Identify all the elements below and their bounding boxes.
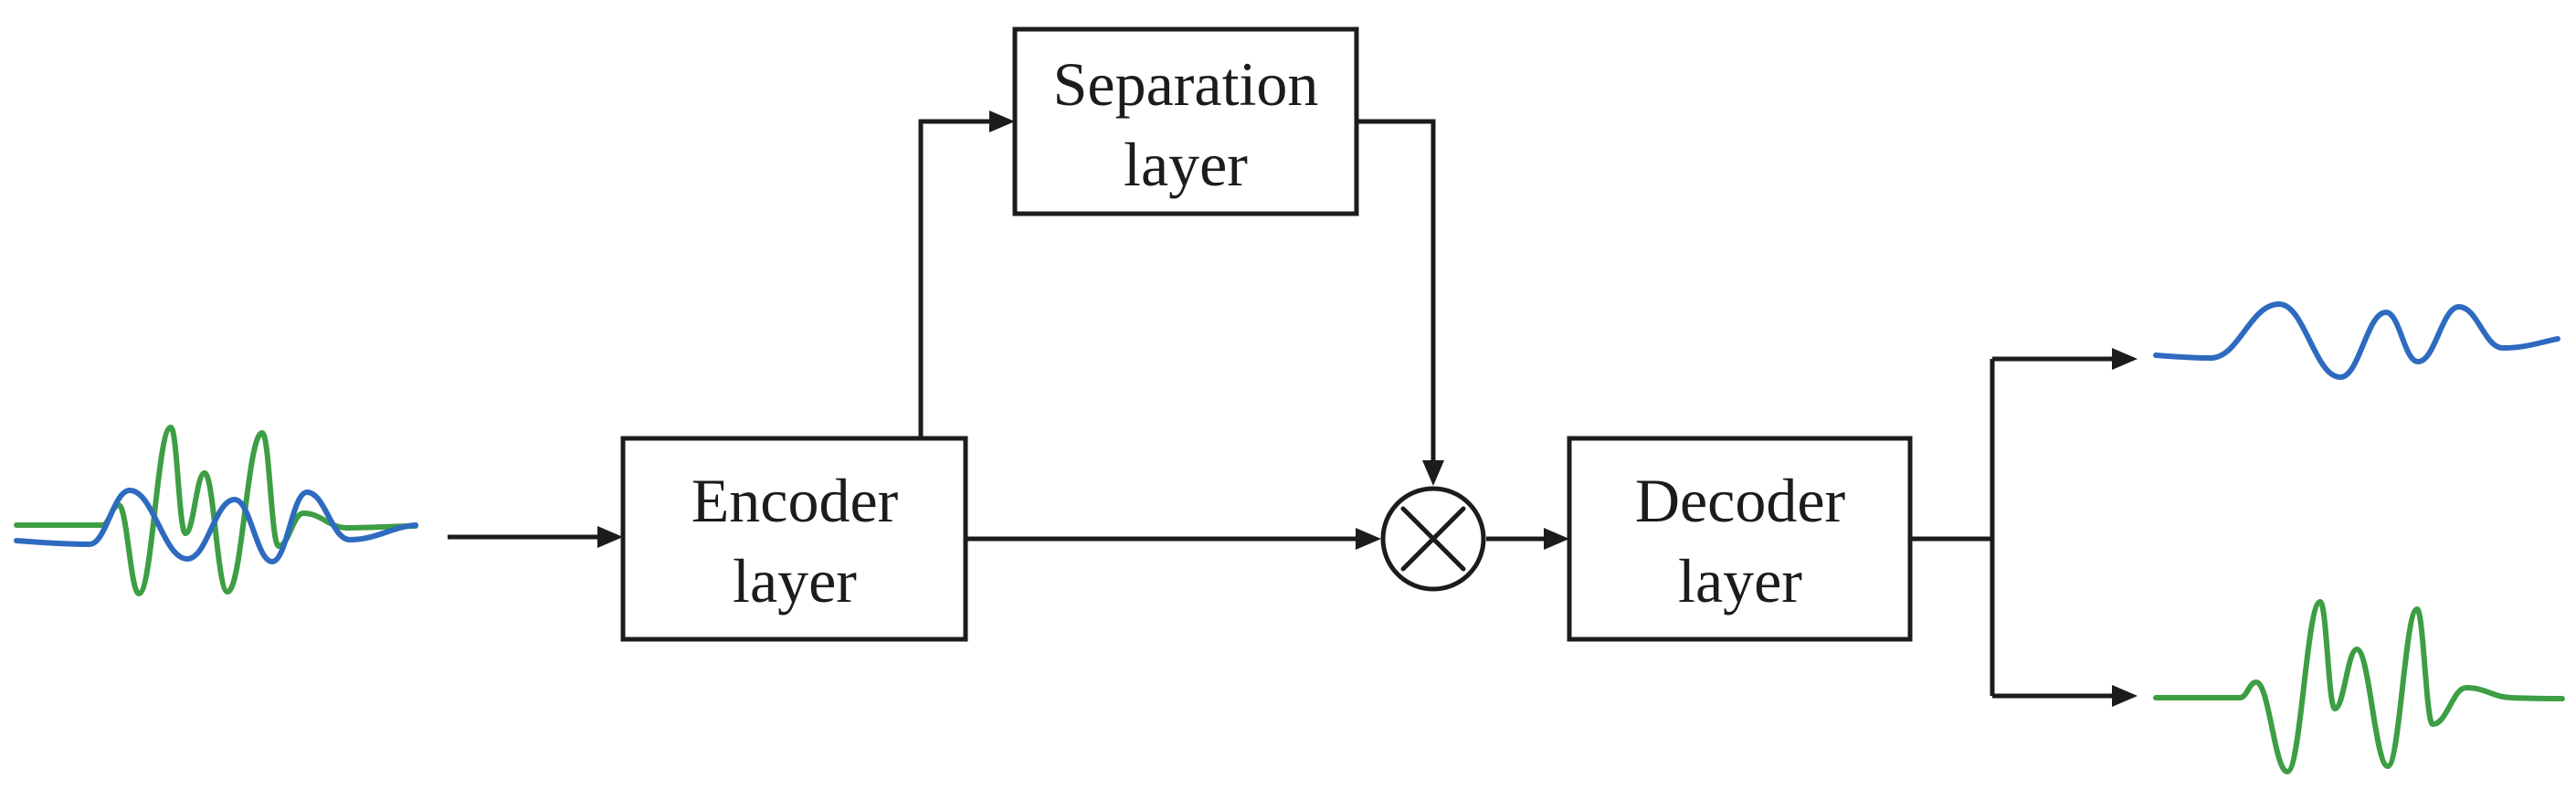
output-waveform-green bbox=[2153, 599, 2565, 774]
multiplier-node bbox=[1380, 486, 1486, 592]
top-output-arrowhead-icon bbox=[2112, 348, 2138, 370]
decoder-label-line1: Decoder bbox=[1635, 466, 1846, 535]
input-waveform-blue bbox=[14, 488, 418, 564]
separation-label-line2: layer bbox=[1124, 130, 1248, 199]
multiplier-top-arrowhead-icon bbox=[1422, 460, 1444, 486]
encoder-label-line2: layer bbox=[733, 546, 857, 616]
encoder-to-separation-line bbox=[918, 119, 989, 438]
multiply-icon-stroke-2 bbox=[1400, 506, 1466, 572]
layer-boxes bbox=[620, 26, 1913, 642]
separation-box bbox=[1012, 26, 1359, 216]
arrow-heads bbox=[597, 111, 2138, 707]
encoder-label-line1: Encoder bbox=[692, 466, 899, 535]
input-waveform-green bbox=[14, 425, 418, 596]
waveforms bbox=[14, 301, 2565, 774]
decoder-input-arrowhead-icon bbox=[1544, 528, 1569, 550]
input-arrowhead-icon bbox=[597, 526, 623, 548]
decoder-label-line2: layer bbox=[1678, 546, 1802, 616]
output-waveform-blue bbox=[2153, 301, 2560, 380]
connector-lines bbox=[448, 119, 2112, 699]
layer-labels: Encoder layer Separation layer Decoder l… bbox=[692, 49, 1846, 616]
separation-to-multiplier-line bbox=[1357, 119, 1436, 460]
multiplier-left-arrowhead-icon bbox=[1356, 528, 1381, 550]
input-mixture-waveform bbox=[14, 425, 418, 596]
decoder-box bbox=[1567, 436, 1913, 642]
bottom-output-arrowhead-icon bbox=[2112, 685, 2138, 707]
separation-label-line1: Separation bbox=[1053, 49, 1319, 119]
multiply-icon bbox=[1400, 506, 1466, 572]
encoder-box bbox=[620, 436, 968, 642]
separation-input-arrowhead-icon bbox=[989, 111, 1015, 132]
